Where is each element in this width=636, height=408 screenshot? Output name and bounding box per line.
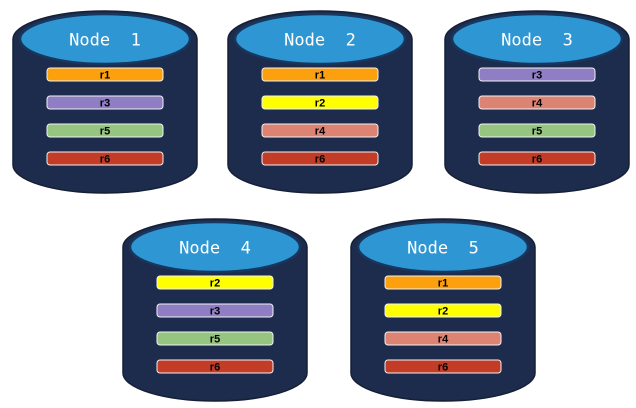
replica-bar-fill bbox=[156, 275, 274, 290]
node-cylinder: Node 3 r3 r4 r5 r6 bbox=[444, 10, 630, 194]
replica-label: r1 bbox=[315, 70, 325, 82]
replica-bar-fill bbox=[261, 95, 379, 110]
replica-bar: r3 bbox=[46, 95, 164, 110]
replica-bar: r5 bbox=[478, 123, 596, 138]
node-label: Node 3 bbox=[501, 31, 573, 51]
replica-bar-fill bbox=[261, 123, 379, 138]
replica-bar-fill bbox=[46, 151, 164, 166]
replica-label: r6 bbox=[210, 362, 220, 374]
replica-bar: r6 bbox=[384, 359, 502, 374]
replica-bar: r4 bbox=[384, 331, 502, 346]
replica-bar: r6 bbox=[156, 359, 274, 374]
node-label: Node 2 bbox=[284, 31, 356, 51]
replica-bar: r2 bbox=[156, 275, 274, 290]
replica-bar-fill bbox=[46, 67, 164, 82]
replica-label: r3 bbox=[532, 70, 542, 82]
replica-bar-fill bbox=[478, 67, 596, 82]
replica-label: r6 bbox=[532, 154, 542, 166]
cylinder-top-ellipse bbox=[18, 12, 192, 66]
replica-bar-fill bbox=[384, 331, 502, 346]
replica-label: r6 bbox=[100, 154, 110, 166]
replica-label: r1 bbox=[438, 278, 448, 290]
replica-bar-fill bbox=[384, 303, 502, 318]
replica-bar-fill bbox=[46, 95, 164, 110]
cylinder-top-ellipse bbox=[356, 220, 530, 274]
replica-label: r4 bbox=[532, 98, 543, 110]
node-label: Node 4 bbox=[179, 239, 251, 259]
replica-bar: r2 bbox=[384, 303, 502, 318]
replica-bars: r1 r2 r4 r6 bbox=[384, 275, 502, 374]
replica-label: r2 bbox=[438, 306, 448, 318]
node-cylinder: Node 5 r1 r2 r4 r6 bbox=[350, 218, 536, 402]
replica-bar: r3 bbox=[478, 67, 596, 82]
replica-bar: r1 bbox=[261, 67, 379, 82]
replica-bar: r4 bbox=[478, 95, 596, 110]
replica-bar-fill bbox=[261, 67, 379, 82]
node-cylinder: Node 4 r2 r3 r5 r6 bbox=[122, 218, 308, 402]
replica-bar-fill bbox=[156, 331, 274, 346]
replica-bars: r2 r3 r5 r6 bbox=[156, 275, 274, 374]
replica-bar: r6 bbox=[478, 151, 596, 166]
replica-label: r1 bbox=[100, 70, 110, 82]
replica-bar: r4 bbox=[261, 123, 379, 138]
replica-label: r4 bbox=[315, 126, 326, 138]
cylinder-top-ellipse bbox=[450, 12, 624, 66]
replica-label: r3 bbox=[100, 98, 110, 110]
cylinder-top-ellipse bbox=[233, 12, 407, 66]
replica-bar: r6 bbox=[261, 151, 379, 166]
replica-bar-fill bbox=[261, 151, 379, 166]
replica-bar-fill bbox=[46, 123, 164, 138]
replica-label: r5 bbox=[532, 126, 542, 138]
replica-bar-fill bbox=[478, 151, 596, 166]
replica-label: r5 bbox=[100, 126, 110, 138]
replica-label: r6 bbox=[315, 154, 325, 166]
replica-bar-fill bbox=[478, 123, 596, 138]
node-cylinder: Node 1 r1 r3 r5 r6 bbox=[12, 10, 198, 194]
replica-label: r6 bbox=[438, 362, 448, 374]
replica-label: r4 bbox=[438, 334, 449, 346]
replica-bar: r5 bbox=[156, 331, 274, 346]
replica-label: r2 bbox=[315, 98, 325, 110]
replica-bar: r1 bbox=[46, 67, 164, 82]
replica-bar-fill bbox=[478, 95, 596, 110]
replica-bar-fill bbox=[156, 303, 274, 318]
replica-bar-fill bbox=[156, 359, 274, 374]
replica-bar: r6 bbox=[46, 151, 164, 166]
replica-bar: r2 bbox=[261, 95, 379, 110]
replica-bars: r1 r3 r5 r6 bbox=[46, 67, 164, 166]
replica-label: r2 bbox=[210, 278, 220, 290]
replica-bar: r1 bbox=[384, 275, 502, 290]
node-label: Node 5 bbox=[407, 239, 479, 259]
node-cylinder: Node 2 r1 r2 r4 r6 bbox=[227, 10, 413, 194]
replica-label: r3 bbox=[210, 306, 220, 318]
replica-bar-fill bbox=[384, 275, 502, 290]
replica-bar: r5 bbox=[46, 123, 164, 138]
replica-bar: r3 bbox=[156, 303, 274, 318]
replica-bars: r1 r2 r4 r6 bbox=[261, 67, 379, 166]
replica-bar-fill bbox=[384, 359, 502, 374]
replica-label: r5 bbox=[210, 334, 220, 346]
node-label: Node 1 bbox=[69, 31, 141, 51]
replica-bars: r3 r4 r5 r6 bbox=[478, 67, 596, 166]
cylinder-top-ellipse bbox=[128, 220, 302, 274]
